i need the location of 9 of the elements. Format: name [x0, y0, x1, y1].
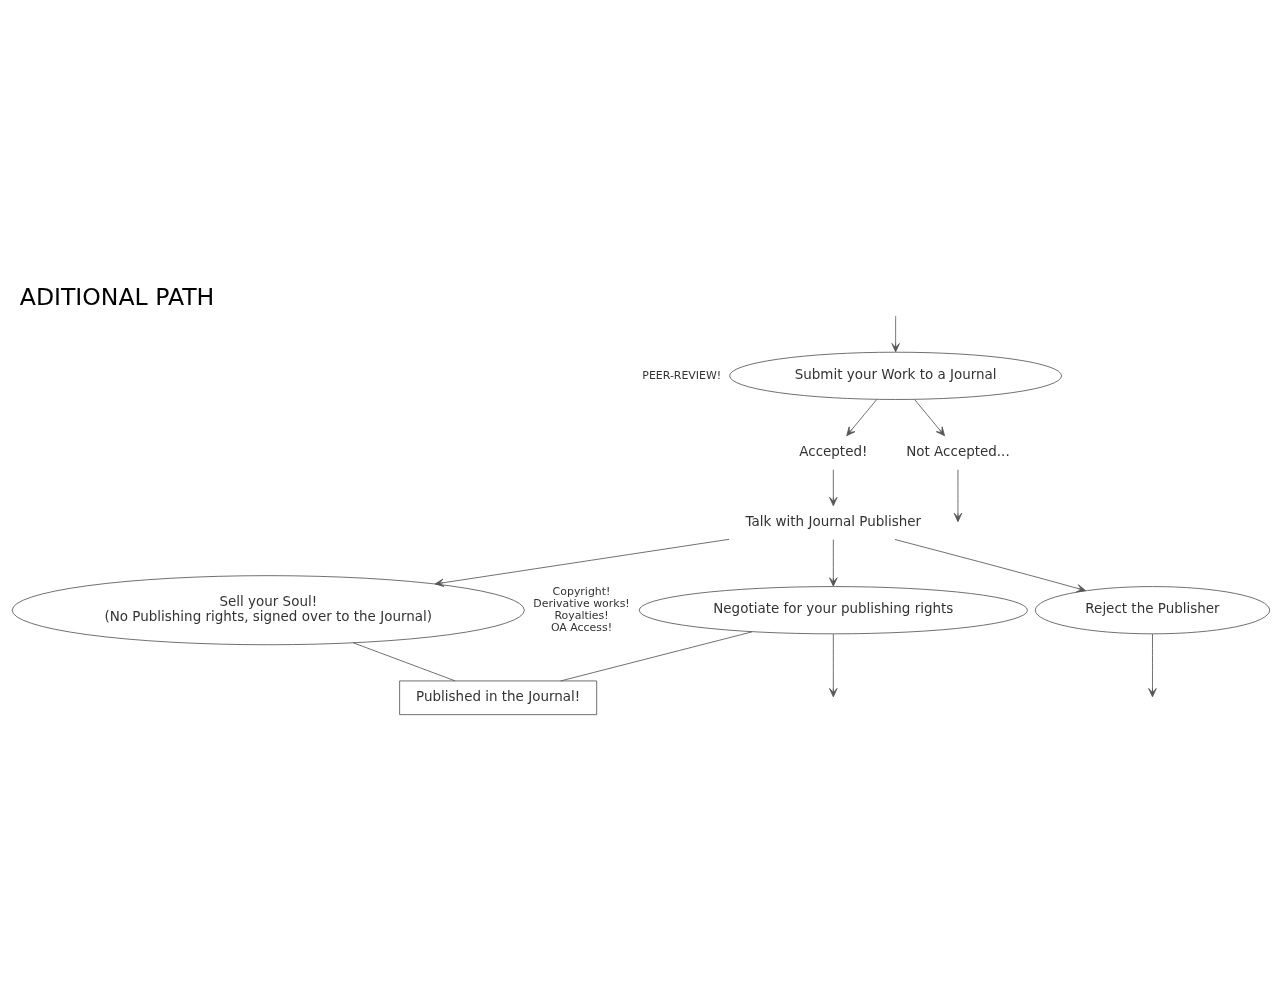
node-label: Copyright!: [552, 585, 611, 599]
node-label: OA Access!: [550, 620, 613, 634]
node-label: Derivative works!: [533, 597, 630, 611]
node-text: Not Accepted...: [906, 442, 1010, 459]
node-text: Accepted!: [799, 442, 868, 459]
diagram-title: ADITIONAL PATH: [19, 282, 215, 311]
node-text: Talk with Journal Publisher: [745, 512, 922, 529]
node-label: Royalties!: [554, 608, 609, 622]
node-label: PEER-REVIEW!: [642, 368, 722, 382]
